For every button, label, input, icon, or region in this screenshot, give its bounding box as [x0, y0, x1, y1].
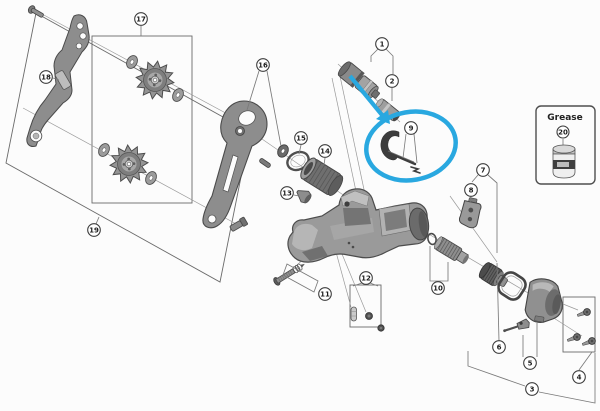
cover-screw [566, 333, 581, 342]
svg-text:2: 2 [390, 78, 395, 86]
svg-text:7: 7 [481, 167, 486, 175]
bushing-cylinder [300, 157, 344, 196]
callout-16[interactable]: 16 [256, 58, 270, 72]
pulley-washer [126, 55, 138, 69]
svg-text:9: 9 [409, 125, 414, 133]
o-ring [427, 232, 437, 246]
callout-7[interactable]: 7 [476, 163, 490, 177]
svg-text:10: 10 [433, 285, 443, 293]
highlight-oval [364, 109, 458, 183]
svg-text:1: 1 [380, 41, 385, 49]
callout-14[interactable]: 14 [318, 144, 332, 158]
derailleur-body [287, 188, 430, 263]
adjust-nut [365, 312, 373, 320]
cage-stop-pin [259, 158, 271, 168]
callout-leader-lines [52, 26, 596, 404]
callout-10[interactable]: 10 [431, 281, 445, 295]
outer-cage-plate [202, 100, 268, 229]
small-bolt-head [377, 324, 385, 332]
cable-guide-unit [458, 197, 482, 229]
stopper-rod [385, 150, 417, 166]
cage-washer [277, 144, 289, 158]
callout-2[interactable]: 2 [385, 74, 399, 88]
callout-17[interactable]: 17 [134, 12, 148, 26]
plunger [433, 236, 469, 265]
snap-ring [286, 150, 310, 172]
callout-1[interactable]: 1 [375, 37, 389, 51]
svg-text:13: 13 [282, 190, 292, 198]
tension-pulley [108, 143, 150, 185]
svg-text:8: 8 [469, 187, 474, 195]
callout-20[interactable]: 20 [556, 125, 570, 139]
pulley-washer [145, 171, 157, 185]
capsule-pin [350, 306, 357, 322]
pulley-box-17 [91, 35, 193, 204]
motor-cover [524, 278, 563, 323]
callout-18[interactable]: 18 [39, 70, 53, 84]
callout-6[interactable]: 6 [492, 340, 506, 354]
guide-pulley [135, 60, 175, 100]
svg-text:18: 18 [41, 74, 51, 82]
pulley-washer [98, 143, 110, 157]
cone-cap [296, 190, 312, 204]
callout-5[interactable]: 5 [523, 356, 537, 370]
callout-11[interactable]: 11 [318, 287, 332, 301]
spring-clip [410, 166, 421, 174]
svg-text:16: 16 [258, 62, 268, 70]
svg-text:20: 20 [558, 129, 568, 137]
grease-label: Grease [547, 113, 582, 123]
cage-bolt [229, 216, 248, 232]
callout-15[interactable]: 15 [294, 131, 308, 145]
grease-box: Grease [535, 105, 596, 185]
callout-8[interactable]: 8 [464, 183, 478, 197]
callout-13[interactable]: 13 [280, 186, 294, 200]
callout-3[interactable]: 3 [525, 382, 539, 396]
svg-text:6: 6 [497, 344, 502, 352]
pulley-washer [172, 88, 184, 102]
parts-box-12 [349, 284, 382, 328]
blue-arrow-icon [348, 74, 390, 124]
callout-4[interactable]: 4 [572, 370, 586, 384]
stopper-plate [380, 130, 400, 161]
callout-19[interactable]: 19 [87, 223, 101, 237]
svg-text:17: 17 [136, 16, 146, 24]
gasket-seal [497, 271, 527, 301]
svg-text:12: 12 [361, 275, 371, 283]
svg-text:19: 19 [89, 227, 99, 235]
svg-text:4: 4 [577, 374, 582, 382]
callout-9[interactable]: 9 [404, 121, 418, 135]
svg-text:11: 11 [320, 291, 330, 299]
cover-screw [576, 308, 591, 317]
grease-jar-icon [552, 144, 576, 179]
lever-pin [503, 318, 530, 333]
pulley-bolt [27, 5, 44, 18]
svg-text:3: 3 [530, 386, 535, 394]
stabilizer-pad [54, 70, 72, 90]
screw-box-4 [562, 296, 596, 353]
svg-text:14: 14 [320, 148, 330, 156]
cover-screw [581, 337, 596, 346]
callout-12[interactable]: 12 [359, 271, 373, 285]
svg-text:15: 15 [296, 135, 306, 143]
svg-text:5: 5 [528, 360, 533, 368]
